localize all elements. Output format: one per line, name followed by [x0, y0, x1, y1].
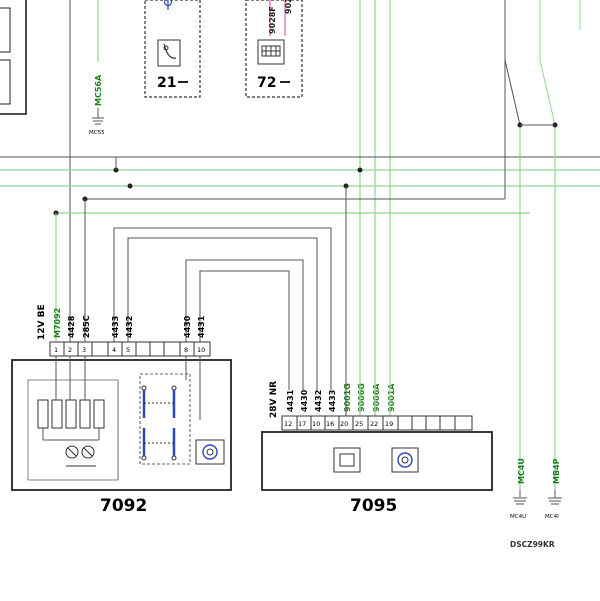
unit-7092: 12V BE M7092 4428 285C 4433 4432 4430 44…	[11, 304, 232, 516]
loop-wires	[55, 122, 558, 490]
unit-7095-wire-6: 9006G	[357, 383, 366, 412]
unit-7095-pin-22: 22	[370, 420, 378, 428]
ground-mc55: MC56A MC55	[89, 74, 105, 136]
unit-7095-wire-3: 4432	[314, 390, 323, 412]
unit-7095-wire-8: 9001A	[387, 383, 396, 412]
unit-7092-wire-6: 4430	[183, 315, 192, 338]
unit-7095-pin-12: 12	[284, 420, 292, 428]
unit-7095: 28V NR 4431 4430 4432 4433 9001G 9006G 9…	[261, 350, 493, 516]
unit-7095-wire-7: 9006A	[372, 383, 381, 412]
unit-7092-wire-4: 4433	[111, 316, 120, 338]
unit-7095-voltage: 28V NR	[269, 381, 279, 418]
unit-7092-pin-4: 4	[112, 346, 116, 354]
unit-7092-pin-5: 5	[126, 346, 130, 354]
wire-label-902: 902	[284, 0, 293, 14]
ground-mb4p: MB4P MC4I	[545, 458, 562, 520]
unit-7095-wire-4: 4433	[328, 390, 337, 412]
reference-code: DSCZ99KR	[510, 540, 555, 549]
unit-7092-wire-7: 4431	[197, 315, 206, 338]
bus-lines	[0, 60, 600, 350]
unit-7092-label: 7092	[100, 496, 147, 516]
top-left-module	[0, 0, 27, 115]
unit-7095-wire-5: 9001G	[343, 383, 352, 412]
unit-7095-pin-16: 16	[326, 420, 334, 428]
module-72-label: 72	[257, 75, 276, 91]
wire-label-9028f: 9028F	[268, 6, 277, 34]
wire-label-mc56a: MC56A	[94, 74, 103, 106]
ground-label-mb4p: MC4I	[545, 514, 559, 520]
wire-label-mb4p: MB4P	[552, 458, 561, 484]
unit-7095-label: 7095	[350, 496, 397, 516]
unit-7095-wire-2: 4430	[300, 389, 309, 412]
module-72: 9028F 902 72	[245, 0, 303, 98]
module-21-label: 21	[157, 75, 176, 91]
ground-label-mc55: MC55	[89, 130, 105, 136]
unit-7092-pin-3: 3	[82, 346, 86, 354]
unit-7092-wire-3: 285C	[82, 315, 91, 338]
unit-7092-pin-8: 8	[184, 346, 188, 354]
unit-7092-pin-1: 1	[54, 346, 58, 354]
unit-7095-pin-25: 25	[355, 420, 363, 428]
unit-7095-pin-19: 19	[385, 420, 393, 428]
unit-7095-pin-20: 20	[340, 420, 348, 428]
unit-7092-wire-5: 4432	[125, 316, 134, 338]
unit-7095-pin-10: 10	[312, 420, 320, 428]
unit-7092-pin-10: 10	[197, 346, 205, 354]
upper-wires	[69, 0, 581, 350]
wire-label-mc4u: MC4U	[517, 458, 526, 484]
unit-7092-pin-2: 2	[68, 346, 72, 354]
ground-label-mc4u: MC4U	[510, 514, 526, 520]
ground-mc4u: MC4U MC4U	[510, 458, 527, 520]
unit-7092-wire-2: 4428	[67, 315, 76, 338]
unit-7092-voltage: 12V BE	[37, 304, 47, 340]
unit-7095-wire-1: 4431	[286, 389, 295, 412]
unit-7092-wire-1: M7092	[53, 308, 62, 338]
unit-7095-pin-17: 17	[298, 420, 306, 428]
module-21: 21	[144, 0, 201, 98]
